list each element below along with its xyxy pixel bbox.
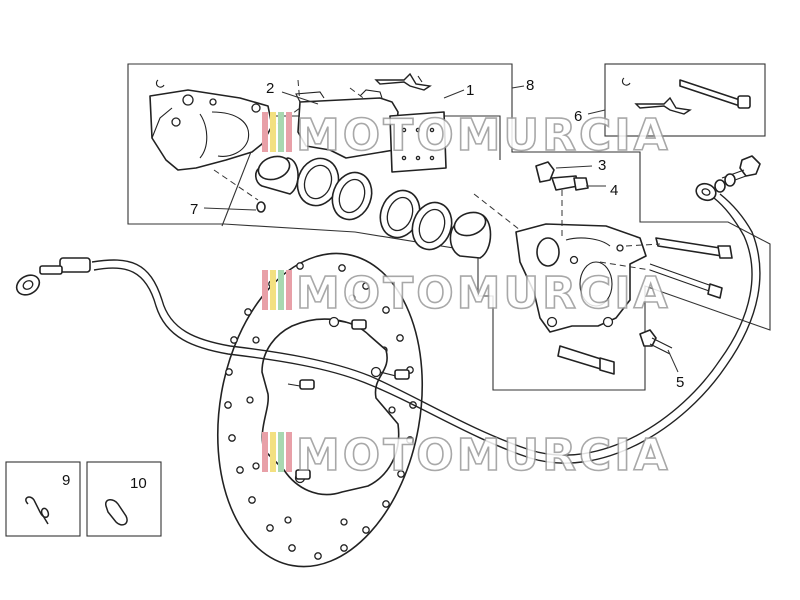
spring-clip-10 [105, 499, 128, 526]
hose-end-fitting-left [59, 257, 91, 273]
svg-text:MOTOMURCIA: MOTOMURCIA [296, 268, 671, 319]
piston-right [449, 211, 492, 259]
pin-kit [621, 77, 751, 115]
callout-6: 6 [574, 108, 582, 125]
callouts: 1 2 3 4 5 6 7 8 9 10 [62, 77, 684, 492]
pistons-and-seals [254, 155, 492, 259]
bleed-screw [551, 175, 589, 191]
piston-left [254, 155, 299, 195]
banjo-bolt [714, 155, 761, 193]
spring-9-box [5, 461, 81, 537]
disc-carrier [261, 318, 400, 496]
brake-hose [15, 182, 761, 464]
callout-7: 7 [190, 201, 198, 218]
callout-3: 3 [598, 157, 606, 174]
seal-right-inner [411, 201, 453, 251]
callout-2: 2 [266, 80, 274, 97]
watermark-middle: MOTOMURCIA [262, 267, 671, 320]
callout-9: 9 [62, 472, 70, 489]
callout-1: 1 [466, 82, 474, 99]
spring-clip-9 [25, 496, 50, 525]
disc-bolts [287, 316, 410, 484]
assembly-guide-lines [213, 79, 661, 271]
pad-friction-dots [401, 127, 435, 161]
pad-spring [374, 72, 432, 91]
callout-4: 4 [610, 182, 618, 199]
brake-disc [216, 252, 424, 568]
o-ring-small [256, 201, 266, 213]
svg-text:MOTOMURCIA: MOTOMURCIA [296, 110, 671, 161]
pin-kit-box [604, 63, 766, 137]
watermark-bottom: MOTOMURCIA [262, 429, 671, 482]
brake-pads [295, 89, 447, 173]
spring-10-box [86, 461, 162, 537]
disc-vent-holes [224, 262, 417, 560]
watermark-top: MOTOMURCIA [262, 109, 671, 162]
caliper-half-left [149, 79, 273, 171]
caliper-bolt-5 [639, 329, 673, 355]
callout-10: 10 [130, 475, 147, 492]
callout-5: 5 [676, 374, 684, 391]
seal-right-outer [379, 189, 421, 239]
caliper-half-right [515, 223, 647, 333]
mounting-pins [649, 237, 733, 299]
seal-left-inner [331, 171, 373, 221]
callout-8: 8 [526, 77, 534, 94]
svg-text:MOTOMURCIA: MOTOMURCIA [296, 430, 671, 481]
caliper-bolt-lower [557, 345, 615, 375]
bleed-cap-icon [155, 79, 165, 88]
bleed-cap [535, 161, 555, 183]
